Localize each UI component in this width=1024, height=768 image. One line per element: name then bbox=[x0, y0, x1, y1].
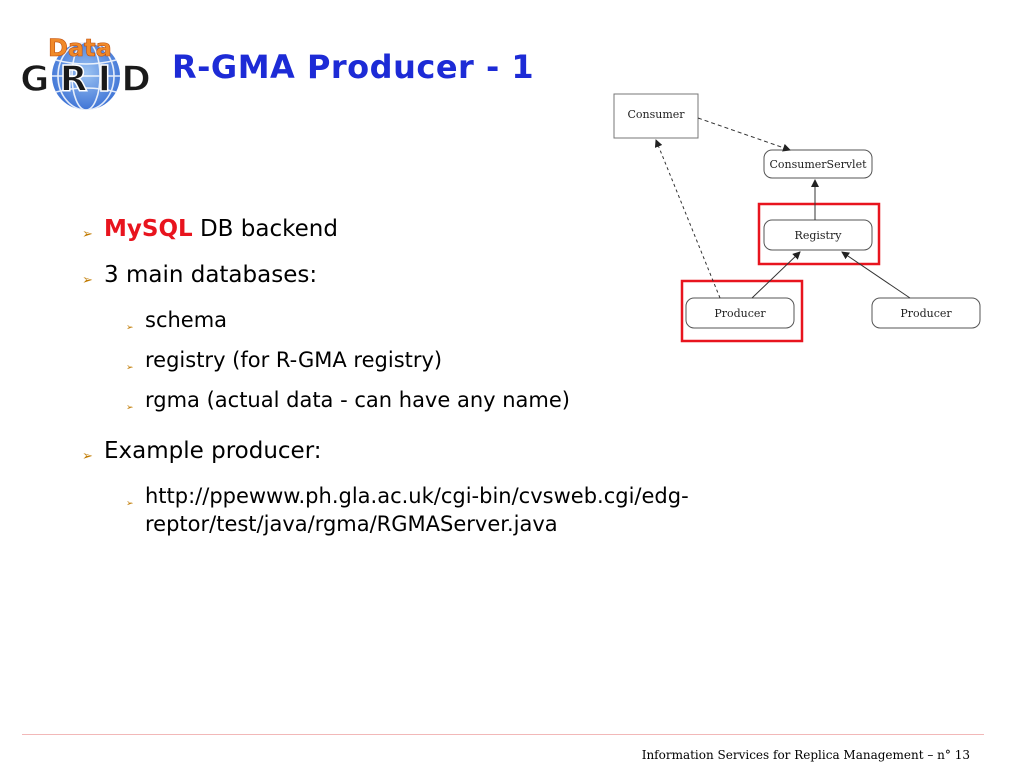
rgma-architecture-diagram: Consumer ConsumerServlet Registry Produc… bbox=[613, 93, 981, 343]
bullet-list: ➢ MySQL DB backend ➢ 3 main databases: ➢… bbox=[82, 214, 782, 550]
arrow-producer-right-to-registry bbox=[841, 251, 911, 299]
logo-grid-text: GRID bbox=[20, 59, 152, 100]
slide-title: R-GMA Producer - 1 bbox=[172, 48, 535, 86]
sub-bullet-text: registry (for R-GMA registry) bbox=[145, 348, 443, 372]
registry-highlight bbox=[757, 202, 881, 266]
sub-bullet-arrow-icon: ➢ bbox=[126, 499, 134, 509]
arrow-producer-to-registry bbox=[751, 251, 801, 299]
producer-left-label: Producer bbox=[714, 307, 766, 320]
sub-bullet-rgma: ➢ rgma (actual data - can have any name) bbox=[82, 386, 782, 414]
registry-label: Registry bbox=[795, 229, 843, 242]
consumer-servlet-box bbox=[763, 149, 873, 179]
consumer-label: Consumer bbox=[627, 108, 685, 121]
example-producer-text: Example producer: bbox=[104, 438, 322, 464]
sub-bullet-text: rgma (actual data - can have any name) bbox=[145, 388, 570, 412]
sub-bullet-registry: ➢ registry (for R-GMA registry) bbox=[82, 346, 782, 374]
registry-box bbox=[763, 219, 873, 251]
producer-url-line2[interactable]: reptor/test/java/rgma/RGMAServer.java bbox=[145, 512, 558, 536]
databases-text: 3 main databases: bbox=[104, 262, 318, 288]
sub-bullet-schema: ➢ schema bbox=[82, 306, 782, 334]
consumer-box bbox=[613, 93, 699, 139]
bullet-arrow-icon: ➢ bbox=[82, 273, 93, 288]
mysql-rest: DB backend bbox=[192, 216, 338, 242]
footer-divider bbox=[22, 734, 984, 735]
arrow-consumer-to-servlet bbox=[697, 117, 791, 152]
slide-footer: Information Services for Replica Managem… bbox=[641, 748, 970, 762]
producer-right-label: Producer bbox=[900, 307, 952, 320]
bullet-arrow-icon: ➢ bbox=[82, 227, 93, 242]
producer-left-box bbox=[685, 297, 795, 329]
mysql-highlight: MySQL bbox=[104, 216, 193, 242]
sub-bullet-arrow-icon: ➢ bbox=[126, 323, 134, 333]
bullet-example-producer: ➢ Example producer: bbox=[82, 436, 782, 466]
sub-bullet-url[interactable]: ➢ http://ppewww.ph.gla.ac.uk/cgi-bin/cvs… bbox=[82, 482, 782, 538]
sub-bullet-arrow-icon: ➢ bbox=[126, 363, 134, 373]
sub-bullet-arrow-icon: ➢ bbox=[126, 403, 134, 413]
arrow-producer-to-consumer bbox=[654, 139, 721, 299]
bullet-mysql: ➢ MySQL DB backend bbox=[82, 214, 782, 244]
producer-highlight bbox=[680, 279, 804, 343]
consumer-servlet-label: ConsumerServlet bbox=[769, 158, 867, 171]
producer-right-box bbox=[871, 297, 981, 329]
producer-url-line1[interactable]: http://ppewww.ph.gla.ac.uk/cgi-bin/cvswe… bbox=[145, 484, 689, 508]
datagrid-logo: Data GRID bbox=[19, 34, 152, 111]
bullet-databases: ➢ 3 main databases: bbox=[82, 260, 782, 290]
sub-bullet-text: schema bbox=[145, 308, 228, 332]
logo-data-text: Data bbox=[48, 34, 112, 62]
bullet-arrow-icon: ➢ bbox=[82, 449, 93, 464]
